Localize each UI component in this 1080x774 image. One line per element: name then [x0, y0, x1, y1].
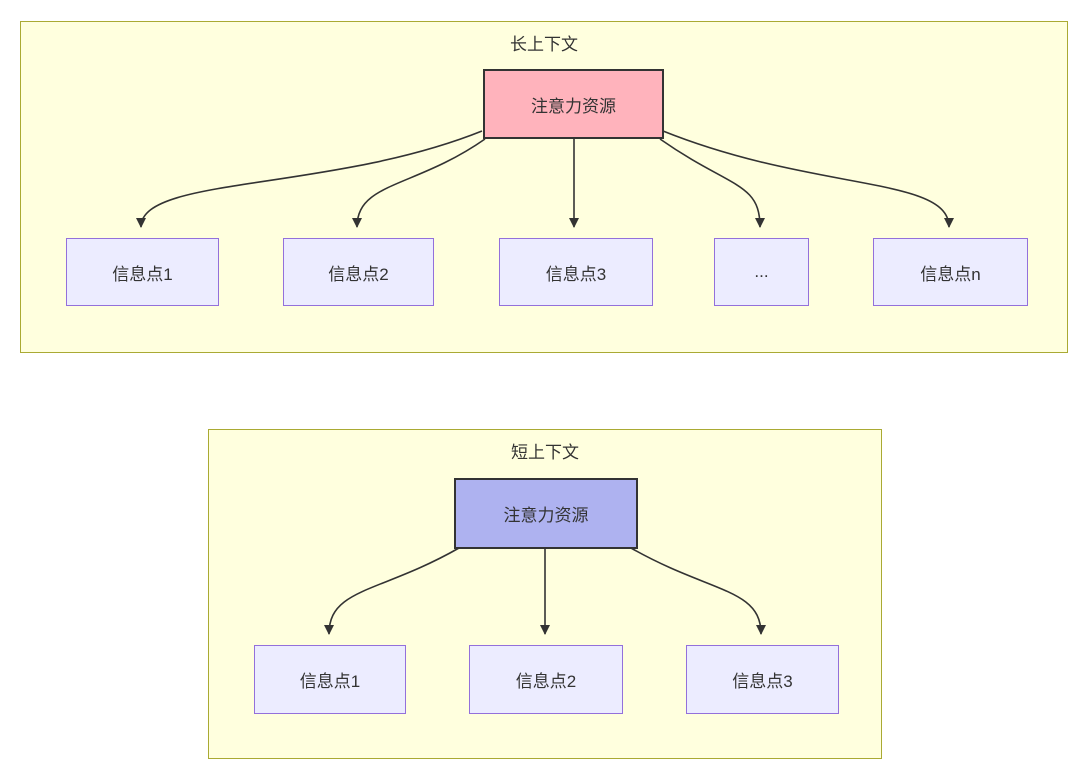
info-point-3-long: 信息点3 [499, 238, 653, 306]
attention-resources-label: 注意力资源 [503, 506, 589, 525]
info-point-1-long: 信息点1 [66, 238, 219, 306]
info-point-2-long: 信息点2 [283, 238, 434, 306]
panel-short-context: 短上下文 注意力资源 信息点1 信息点2 信息点3 [208, 429, 882, 759]
info-point-n-long: 信息点n [873, 238, 1028, 306]
info-point-1-short: 信息点1 [254, 645, 406, 714]
panel-long-title: 长上下文 [510, 35, 578, 54]
panel-long-context: 长上下文 注意力资源 信息点1 信息点2 信息点3 ... 信息点n [20, 21, 1068, 353]
info-point-ellipsis-long: ... [714, 238, 809, 306]
info-point-3-short: 信息点3 [686, 645, 839, 714]
attention-resources-node-short: 注意力资源 [454, 478, 638, 549]
panel-short-title: 短上下文 [511, 443, 579, 462]
info-point-2-short: 信息点2 [469, 645, 623, 714]
attention-resources-node-long: 注意力资源 [483, 69, 664, 139]
attention-resources-label: 注意力资源 [531, 96, 616, 116]
